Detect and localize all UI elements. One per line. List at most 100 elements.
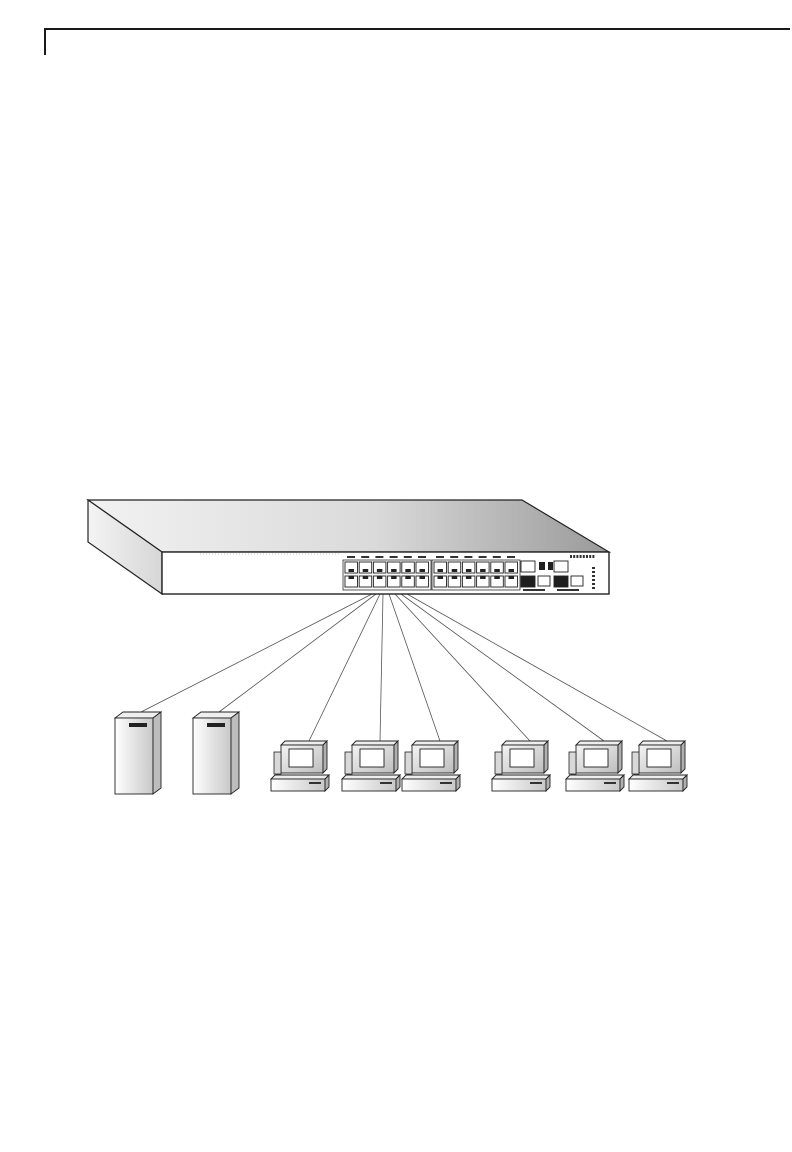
network-switch [88, 500, 609, 594]
status-led [570, 555, 572, 558]
sfp-slot [521, 576, 535, 587]
desktop-base [566, 779, 620, 791]
port-led [464, 556, 472, 558]
rj45-port-latch [377, 569, 383, 572]
port-led [493, 556, 501, 558]
monitor-side [394, 741, 398, 773]
mgmt-led [539, 562, 545, 570]
monitor-back [345, 752, 352, 774]
rj45-port-latch [480, 576, 486, 579]
port-led [347, 556, 355, 558]
status-led [583, 555, 585, 558]
connection-line [219, 594, 376, 712]
desktop-computer-icon [566, 741, 624, 791]
rj45-port-latch [363, 569, 369, 572]
desktop-computer-icon [271, 741, 329, 791]
system-led [592, 583, 595, 585]
monitor-top [576, 741, 622, 745]
server-side [153, 712, 161, 794]
rj45-port-latch [438, 569, 444, 572]
connection-line [395, 594, 530, 741]
drive-slot [667, 782, 679, 784]
rj45-port-latch [405, 576, 411, 579]
desktop-computer-icon [629, 741, 687, 791]
desktop-computer-icon [342, 741, 400, 791]
status-led [573, 555, 575, 558]
system-led [592, 571, 595, 573]
monitor-top [502, 741, 548, 745]
monitor-screen [647, 749, 671, 767]
rj45-port-latch [391, 569, 397, 572]
rj45-port-latch [509, 576, 515, 579]
status-led [589, 555, 591, 558]
system-led [592, 567, 595, 569]
rj45-port-latch [480, 569, 486, 572]
status-led [576, 555, 578, 558]
desktop-base [629, 779, 683, 791]
server-body [115, 718, 153, 794]
monitor-side [681, 741, 685, 773]
connection-line [141, 594, 372, 712]
rj45-port-latch [349, 576, 355, 579]
sfp-label-bar [523, 589, 545, 591]
port-led [450, 556, 458, 558]
system-led [592, 587, 595, 589]
system-led [592, 575, 595, 577]
rj45-port-latch [363, 576, 369, 579]
drive-slot [604, 782, 616, 784]
port-led [418, 556, 426, 558]
rj45-port-latch [405, 569, 411, 572]
monitor-back [495, 752, 502, 774]
monitor-top [639, 741, 685, 745]
drive-slot [530, 782, 542, 784]
monitor-side [618, 741, 622, 773]
connection-line [309, 594, 380, 741]
port-led [404, 556, 412, 558]
monitor-top [412, 741, 458, 745]
console-port [538, 576, 550, 586]
server-tower-icon [193, 712, 239, 794]
monitor-back [569, 752, 576, 774]
monitor-side [454, 741, 458, 773]
monitor-top [352, 741, 398, 745]
rj45-port-latch [438, 576, 444, 579]
server-tower-icon [115, 712, 161, 794]
desktop-base-top [271, 775, 329, 779]
sfp-slot [554, 561, 568, 572]
connection-line [401, 594, 604, 741]
desktop-base [342, 779, 396, 791]
sfp-label-bar [557, 589, 579, 591]
port-led [507, 556, 515, 558]
end-devices [115, 712, 687, 794]
rj45-port-latch [509, 569, 515, 572]
rj45-port-latch [466, 569, 472, 572]
desktop-base-top [629, 775, 687, 779]
desktop-base-top [492, 775, 550, 779]
rj45-port-latch [377, 576, 383, 579]
monitor-top [281, 741, 327, 745]
monitor-screen [289, 749, 313, 767]
rj45-port-latch [494, 576, 500, 579]
drive-slot [309, 782, 321, 784]
rj45-port-latch [466, 576, 472, 579]
server-body [193, 718, 231, 794]
mgmt-led [548, 562, 553, 570]
desktop-base-top [566, 775, 624, 779]
server-side [231, 712, 239, 794]
monitor-side [323, 741, 327, 773]
switch-top-face [88, 500, 609, 552]
port-led [390, 556, 398, 558]
rj45-port-latch [494, 569, 500, 572]
console-port [571, 576, 583, 586]
sfp-slot [554, 576, 568, 587]
desktop-base [271, 779, 325, 791]
sfp-slot [521, 561, 535, 572]
server-drive-bay [129, 723, 147, 727]
monitor-screen [360, 749, 384, 767]
desktop-base [402, 779, 456, 791]
rj45-port-latch [391, 576, 397, 579]
connection-line [407, 594, 667, 741]
connection-line [389, 594, 440, 741]
system-led [592, 579, 595, 581]
